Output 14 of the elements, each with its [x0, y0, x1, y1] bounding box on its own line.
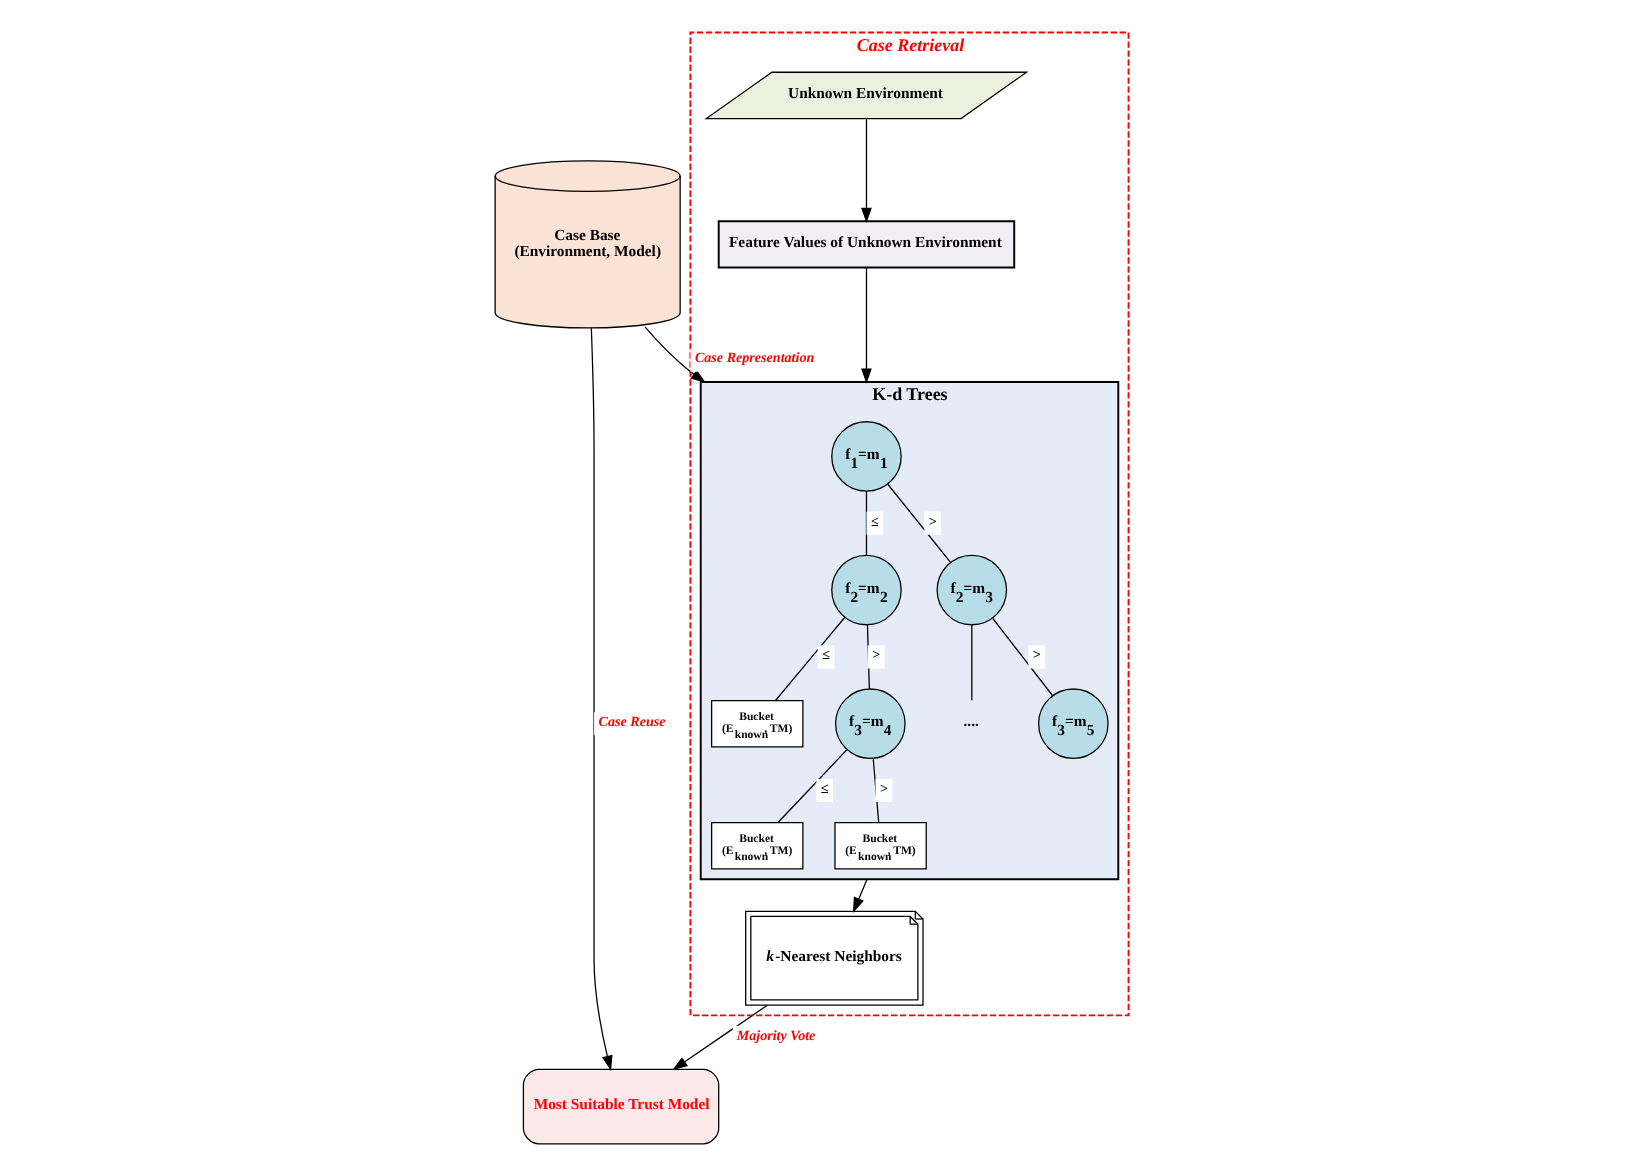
- connector: [774, 616, 846, 702]
- connector: [872, 758, 880, 824]
- connector: [971, 624, 973, 701]
- connector: [865, 490, 868, 556]
- arrow: [861, 267, 872, 384]
- arrow: [672, 1004, 769, 1071]
- arrow: [644, 326, 706, 384]
- connector: [887, 483, 952, 563]
- arrow: [861, 118, 872, 224]
- connector: [777, 749, 848, 824]
- arrow: [852, 878, 868, 913]
- connector: [992, 617, 1054, 697]
- connector: [866, 624, 870, 690]
- arrow: [590, 327, 613, 1071]
